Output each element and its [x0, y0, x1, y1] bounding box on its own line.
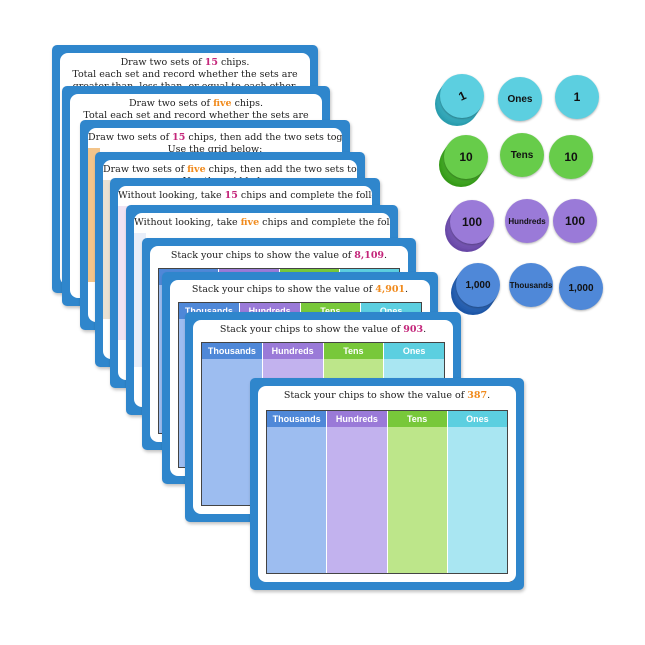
- column-header: Thousands: [202, 343, 262, 359]
- chip-label: Ones: [507, 93, 533, 105]
- chip-label: 10: [459, 150, 473, 164]
- chip: 10: [549, 135, 593, 179]
- chip-label: 10: [564, 150, 578, 164]
- column-header: Hundreds: [262, 343, 323, 359]
- chip-label: Thousands: [509, 280, 553, 290]
- task-card-value: 15: [172, 132, 186, 143]
- task-card-title: Draw two sets of five chips.: [128, 98, 264, 109]
- place-value-column: Thousands: [267, 411, 328, 573]
- task-card-value: 4,901: [375, 284, 406, 295]
- task-card-title: Stack your chips to show the value of 4,…: [191, 284, 409, 295]
- chip-label: Hundreds: [508, 216, 546, 226]
- task-card-title: Stack your chips to show the value of 90…: [219, 324, 427, 335]
- task-card-line: Use the grid below:: [167, 144, 263, 155]
- chip: Ones: [498, 77, 542, 121]
- column-header: Tens: [387, 411, 447, 427]
- task-card-value: 387: [467, 390, 488, 401]
- chip-label: 1: [573, 90, 581, 104]
- place-value-column: Tens: [387, 411, 448, 573]
- task-card-title: Without looking, take 15 chips and compl…: [118, 190, 372, 201]
- column-header: Hundreds: [327, 411, 387, 427]
- chip: Tens: [500, 133, 544, 177]
- chip: Hundreds: [505, 199, 549, 243]
- task-card-value: 8,109: [354, 250, 385, 261]
- column-header: Ones: [384, 343, 444, 359]
- place-value-column: Hundreds: [327, 411, 388, 573]
- chip-label: Tens: [510, 149, 534, 161]
- chip: Thousands: [509, 263, 553, 307]
- column-area: [387, 427, 447, 573]
- task-card-title: Draw two sets of five chips, then add th…: [103, 164, 357, 175]
- task-card-value: five: [187, 164, 206, 175]
- task-card-face: Stack your chips to show the value of 38…: [258, 386, 516, 582]
- place-value-column: Ones: [447, 411, 507, 573]
- task-card-title: Draw two sets of 15 chips.: [120, 57, 250, 68]
- column-header: Ones: [447, 411, 507, 427]
- task-card-title: Stack your chips to show the value of 8,…: [170, 250, 388, 261]
- column-header: Tens: [323, 343, 384, 359]
- column-area: [447, 427, 507, 573]
- chip-label: 100: [564, 214, 586, 228]
- task-card-title: Stack your chips to show the value of 38…: [283, 390, 491, 401]
- task-card-title: Draw two sets of 15 chips, then add the …: [88, 132, 342, 143]
- column-area: [327, 427, 387, 573]
- chip-stack: 1,000: [456, 263, 500, 307]
- chip-label: 1,000: [568, 282, 594, 294]
- chip-label: 1: [456, 88, 468, 104]
- task-card-value: 15: [204, 57, 218, 68]
- task-card-value: five: [240, 217, 260, 228]
- task-card-value: 15: [224, 190, 238, 201]
- task-card: 1Stack your chips to show the value of 3…: [250, 378, 524, 590]
- task-card-value: 903: [403, 324, 424, 335]
- chip: 1: [555, 75, 599, 119]
- chip-label: 100: [461, 215, 483, 229]
- chip: 1,000: [559, 266, 603, 310]
- chip-stack: 10: [444, 135, 488, 179]
- chip-stack: 1: [440, 74, 484, 118]
- task-card-line: Total each set and record whether the se…: [83, 110, 309, 121]
- chip-label: 1,000: [465, 279, 491, 291]
- task-card-line: Total each set and record whether the se…: [72, 69, 298, 80]
- column-header: Thousands: [267, 411, 327, 427]
- chip: 100: [553, 199, 597, 243]
- column-area: [267, 427, 327, 573]
- chip-stack: 100: [450, 200, 494, 244]
- task-card-value: five: [213, 98, 232, 109]
- task-card-title: Without looking, take five chips and com…: [134, 217, 390, 228]
